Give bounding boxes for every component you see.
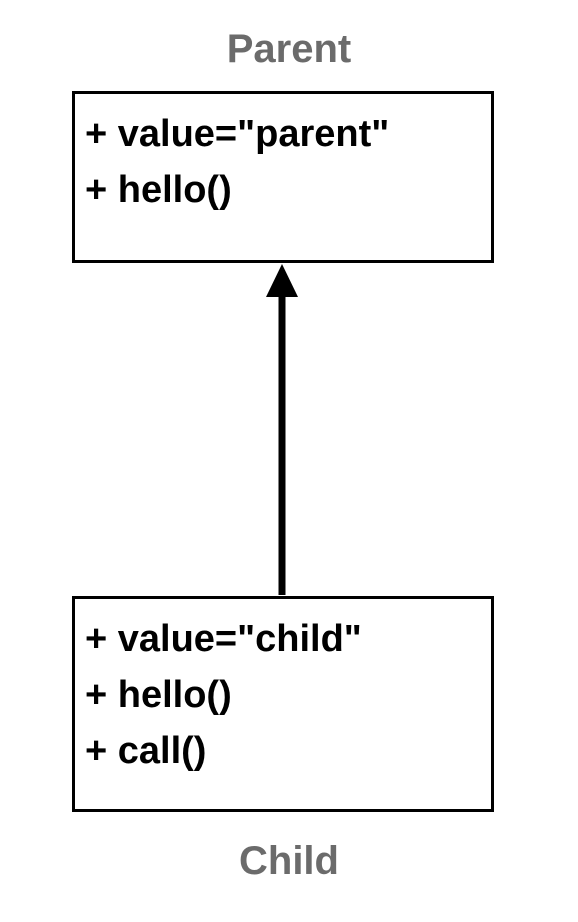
parent-member-hello: + hello() bbox=[85, 169, 232, 211]
inheritance-arrow-head bbox=[266, 264, 298, 297]
parent-class-title: Parent bbox=[226, 27, 352, 71]
parent-member-value: + value="parent" bbox=[85, 113, 390, 155]
child-class-box: + value="child" + hello() + call() bbox=[72, 596, 494, 812]
child-member-call: + call() bbox=[85, 730, 207, 772]
child-member-value: + value="child" bbox=[85, 618, 362, 660]
child-class-title: Child bbox=[239, 839, 339, 883]
parent-class-box: + value="parent" + hello() bbox=[72, 91, 494, 263]
child-member-hello: + hello() bbox=[85, 674, 232, 716]
